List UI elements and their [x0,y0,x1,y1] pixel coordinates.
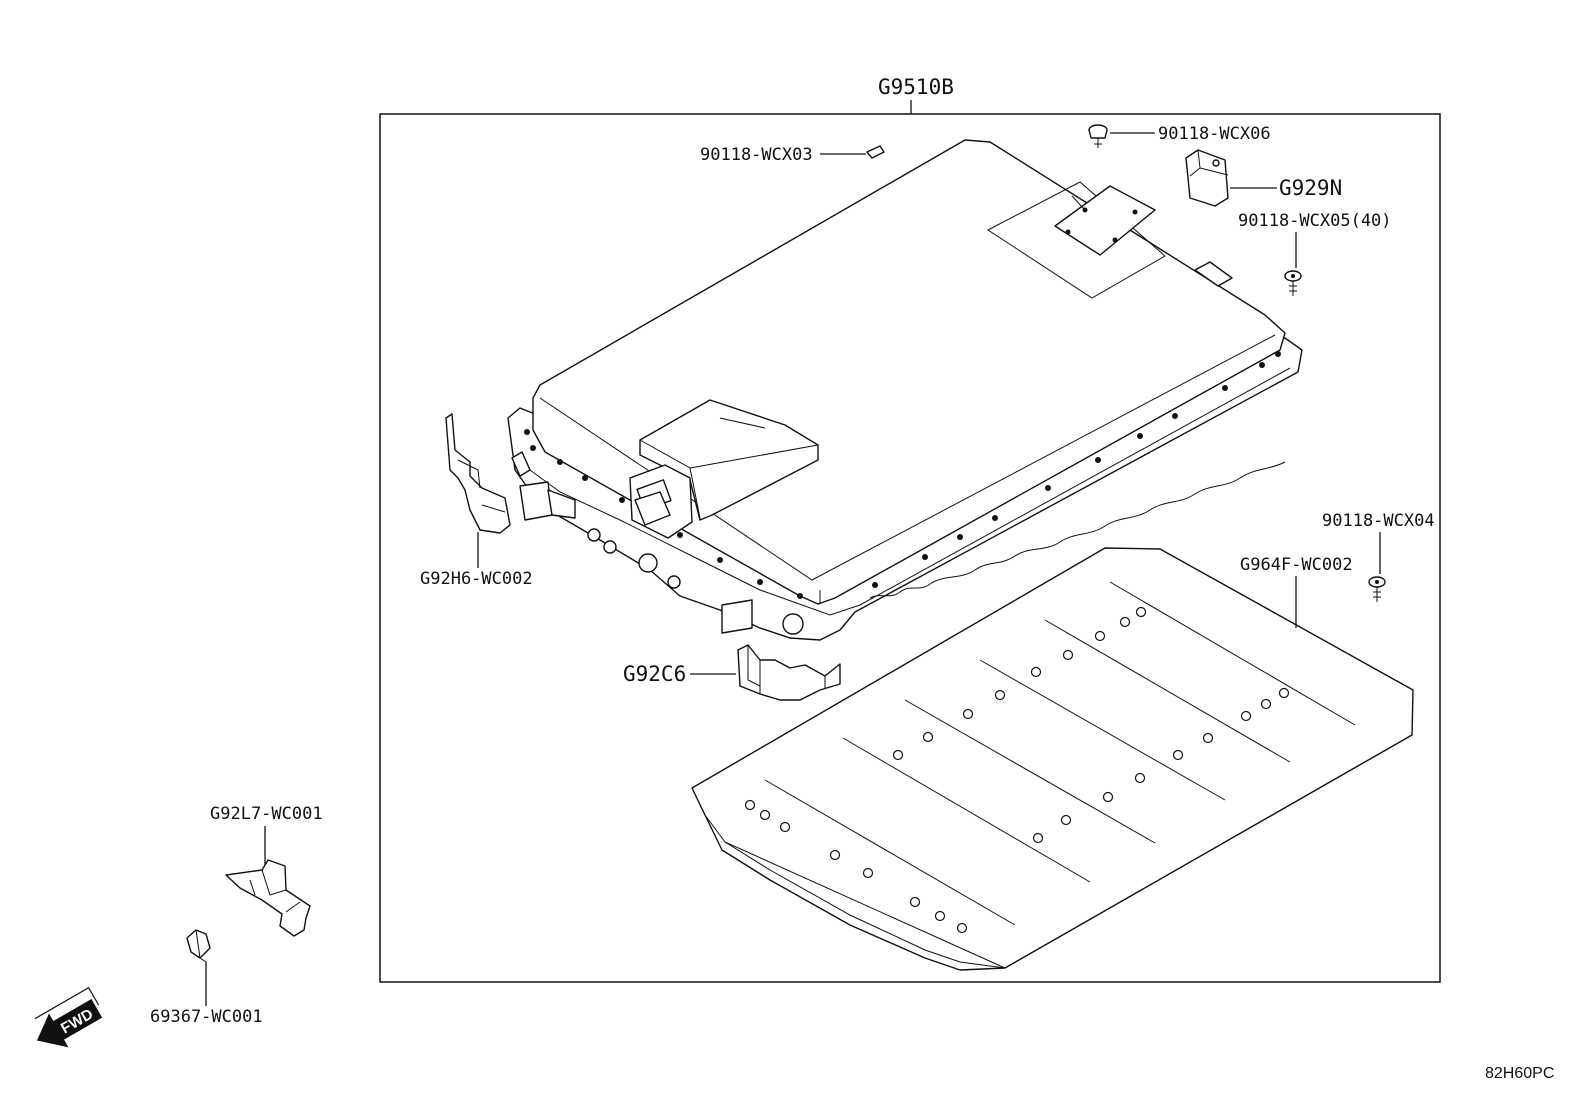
label-bolt-wcx06[interactable]: 90118-WCX06 [1158,124,1271,144]
battery-pack[interactable] [507,139,1303,641]
cover-bolt-holes [524,351,1281,599]
label-clip-69367[interactable]: 69367-WC001 [150,1007,263,1027]
label-bolt-wcx04[interactable]: 90118-WCX04 [1322,511,1435,531]
cover-g92c6[interactable] [737,644,841,701]
service-plate [1054,185,1156,256]
plate-holes [744,606,1290,934]
label-plate-g964f[interactable]: G964F-WC002 [1240,555,1353,575]
label-bracket-g92h6[interactable]: G92H6-WC002 [420,569,533,589]
label-cover-g92c6[interactable]: G92C6 [623,662,686,686]
label-bracket-g92l7[interactable]: G92L7-WC001 [210,804,323,824]
label-cover-g929n[interactable]: G929N [1279,176,1342,200]
label-assembly[interactable]: G9510B [878,75,954,99]
bolt-wcx06[interactable] [1088,124,1108,148]
bolt-wcx05[interactable] [1284,270,1302,296]
fwd-arrow-icon: FWD [34,986,103,1048]
bracket-g92h6[interactable] [445,413,511,534]
clip-69367[interactable] [186,929,211,963]
diagram-code: 82H60PC [1485,1065,1554,1082]
assembly-frame [379,113,1441,983]
label-bolt-wcx05[interactable]: 90118-WCX05(40) [1238,211,1392,231]
lower-plate[interactable] [691,547,1414,971]
service-plate-area [987,181,1166,299]
label-bolt-wcx03[interactable]: 90118-WCX03 [700,145,813,165]
bolt-wcx03[interactable] [866,145,885,159]
bolt-wcx04[interactable] [1368,576,1386,602]
bracket-g92l7[interactable] [225,859,311,937]
cover-g929n[interactable] [1185,149,1229,207]
